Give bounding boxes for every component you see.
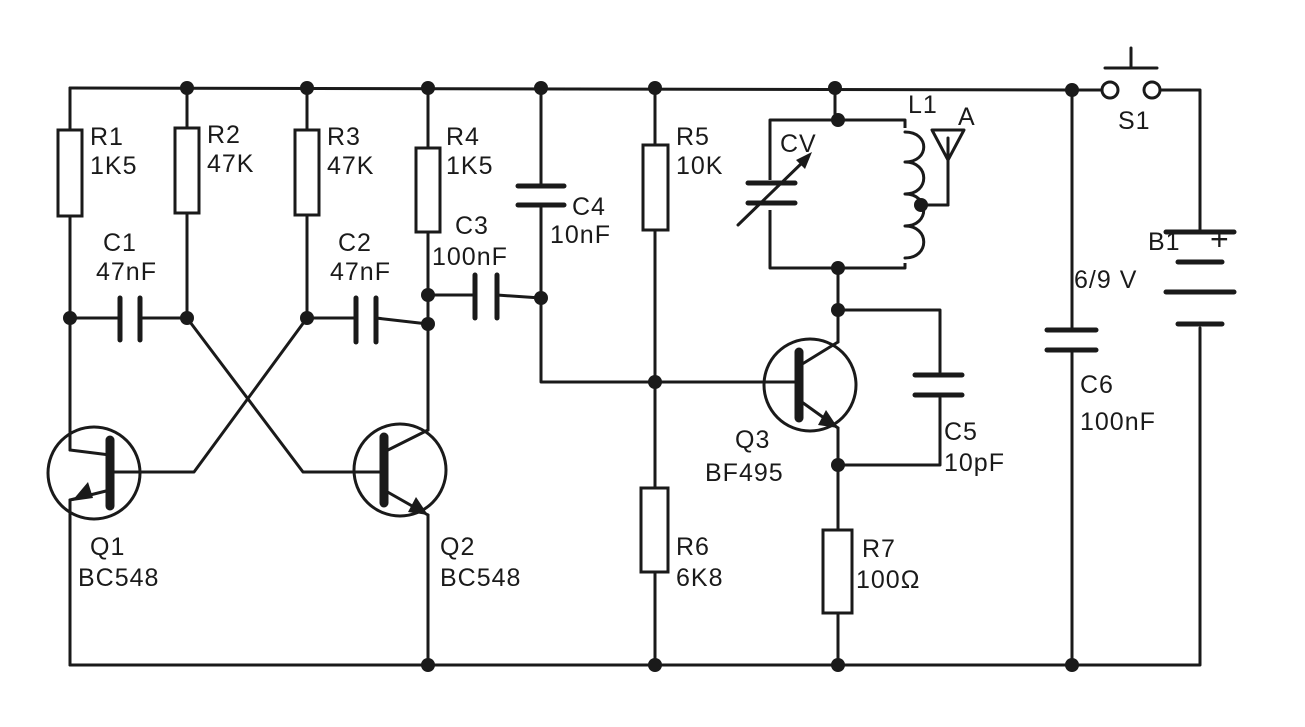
antenna-a — [930, 128, 966, 207]
c3-value-label: 100nF — [432, 243, 508, 271]
r2-ref-label: R2 — [207, 121, 241, 149]
capacitor-c2 — [353, 295, 379, 345]
q1-column-wiring — [68, 86, 189, 667]
s1-ref-label: S1 — [1118, 107, 1151, 135]
r4-ref-label: R4 — [446, 123, 480, 151]
q2-ref-label: Q2 — [440, 533, 475, 561]
c3-ref-label: C3 — [455, 212, 489, 240]
ground-rail — [68, 326, 1202, 667]
l1-ref-label: L1 — [908, 91, 938, 119]
resistor-r3 — [293, 128, 321, 217]
c6-value-label: 100nF — [1080, 408, 1156, 436]
c5-ref-label: C5 — [944, 418, 978, 446]
transistor-q3 — [758, 337, 858, 433]
q3-ref-label: Q3 — [735, 426, 770, 454]
resistor-r5 — [641, 143, 670, 232]
resistor-r7 — [821, 528, 854, 615]
c1-ref-label: C1 — [103, 229, 137, 257]
r4-value-label: 1K5 — [446, 152, 493, 180]
c6-ref-label: C6 — [1080, 371, 1114, 399]
r2-value-label: 47K — [207, 150, 254, 178]
capacitor-c3 — [472, 272, 500, 321]
c2-value-label: 47nF — [330, 258, 391, 286]
r1-ref-label: R1 — [90, 123, 124, 151]
junction-dots — [63, 81, 1079, 672]
positive-rail — [68, 86, 1202, 234]
c4-value-label: 10nF — [550, 221, 611, 249]
battery-b1 — [1163, 229, 1237, 327]
r5-ref-label: R5 — [676, 123, 710, 151]
antenna-ref-label: A — [958, 103, 976, 131]
transistor-q1 — [46, 425, 142, 521]
r3-value-label: 47K — [327, 152, 374, 180]
b1-value-label: 6/9 V — [1074, 266, 1137, 294]
switch-s1 — [1073, 46, 1162, 100]
c2-ref-label: C2 — [338, 229, 372, 257]
resistor-r1 — [56, 128, 84, 218]
resistor-r2 — [173, 126, 201, 215]
r7-value-label: 100Ω — [856, 566, 920, 594]
q3-value-label: BF495 — [705, 459, 784, 487]
q1-value-label: BC548 — [78, 564, 159, 592]
inductor-l1 — [895, 128, 950, 263]
resistor-r6 — [639, 486, 670, 574]
b1-polarity-label: + — [1210, 221, 1230, 257]
transistor-q2 — [352, 422, 448, 518]
r1-value-label: 1K5 — [90, 152, 137, 180]
capacitor-c1 — [117, 295, 143, 343]
c4-r5-r6-wiring — [539, 86, 762, 667]
cv-ref-label: CV — [780, 130, 817, 158]
q2-value-label: BC548 — [440, 564, 521, 592]
capacitor-c5 — [912, 372, 965, 398]
capacitor-c4 — [515, 183, 567, 208]
r3-ref-label: R3 — [327, 123, 361, 151]
resistor-r4 — [414, 146, 442, 234]
r6-value-label: 6K8 — [676, 564, 723, 592]
capacitor-c6 — [1044, 327, 1099, 353]
cross-coupling-wires — [138, 316, 358, 474]
r7-ref-label: R7 — [862, 535, 896, 563]
c1-value-label: 47nF — [96, 258, 157, 286]
variable-capacitor-cv — [736, 152, 812, 227]
c4-ref-label: C4 — [572, 193, 606, 221]
c5-value-label: 10pF — [944, 449, 1005, 477]
r5-value-label: 10K — [676, 152, 723, 180]
q3-emitter-wiring — [836, 308, 942, 667]
q1-ref-label: Q1 — [90, 533, 125, 561]
b1-ref-label: B1 — [1148, 228, 1181, 256]
r6-ref-label: R6 — [676, 533, 710, 561]
